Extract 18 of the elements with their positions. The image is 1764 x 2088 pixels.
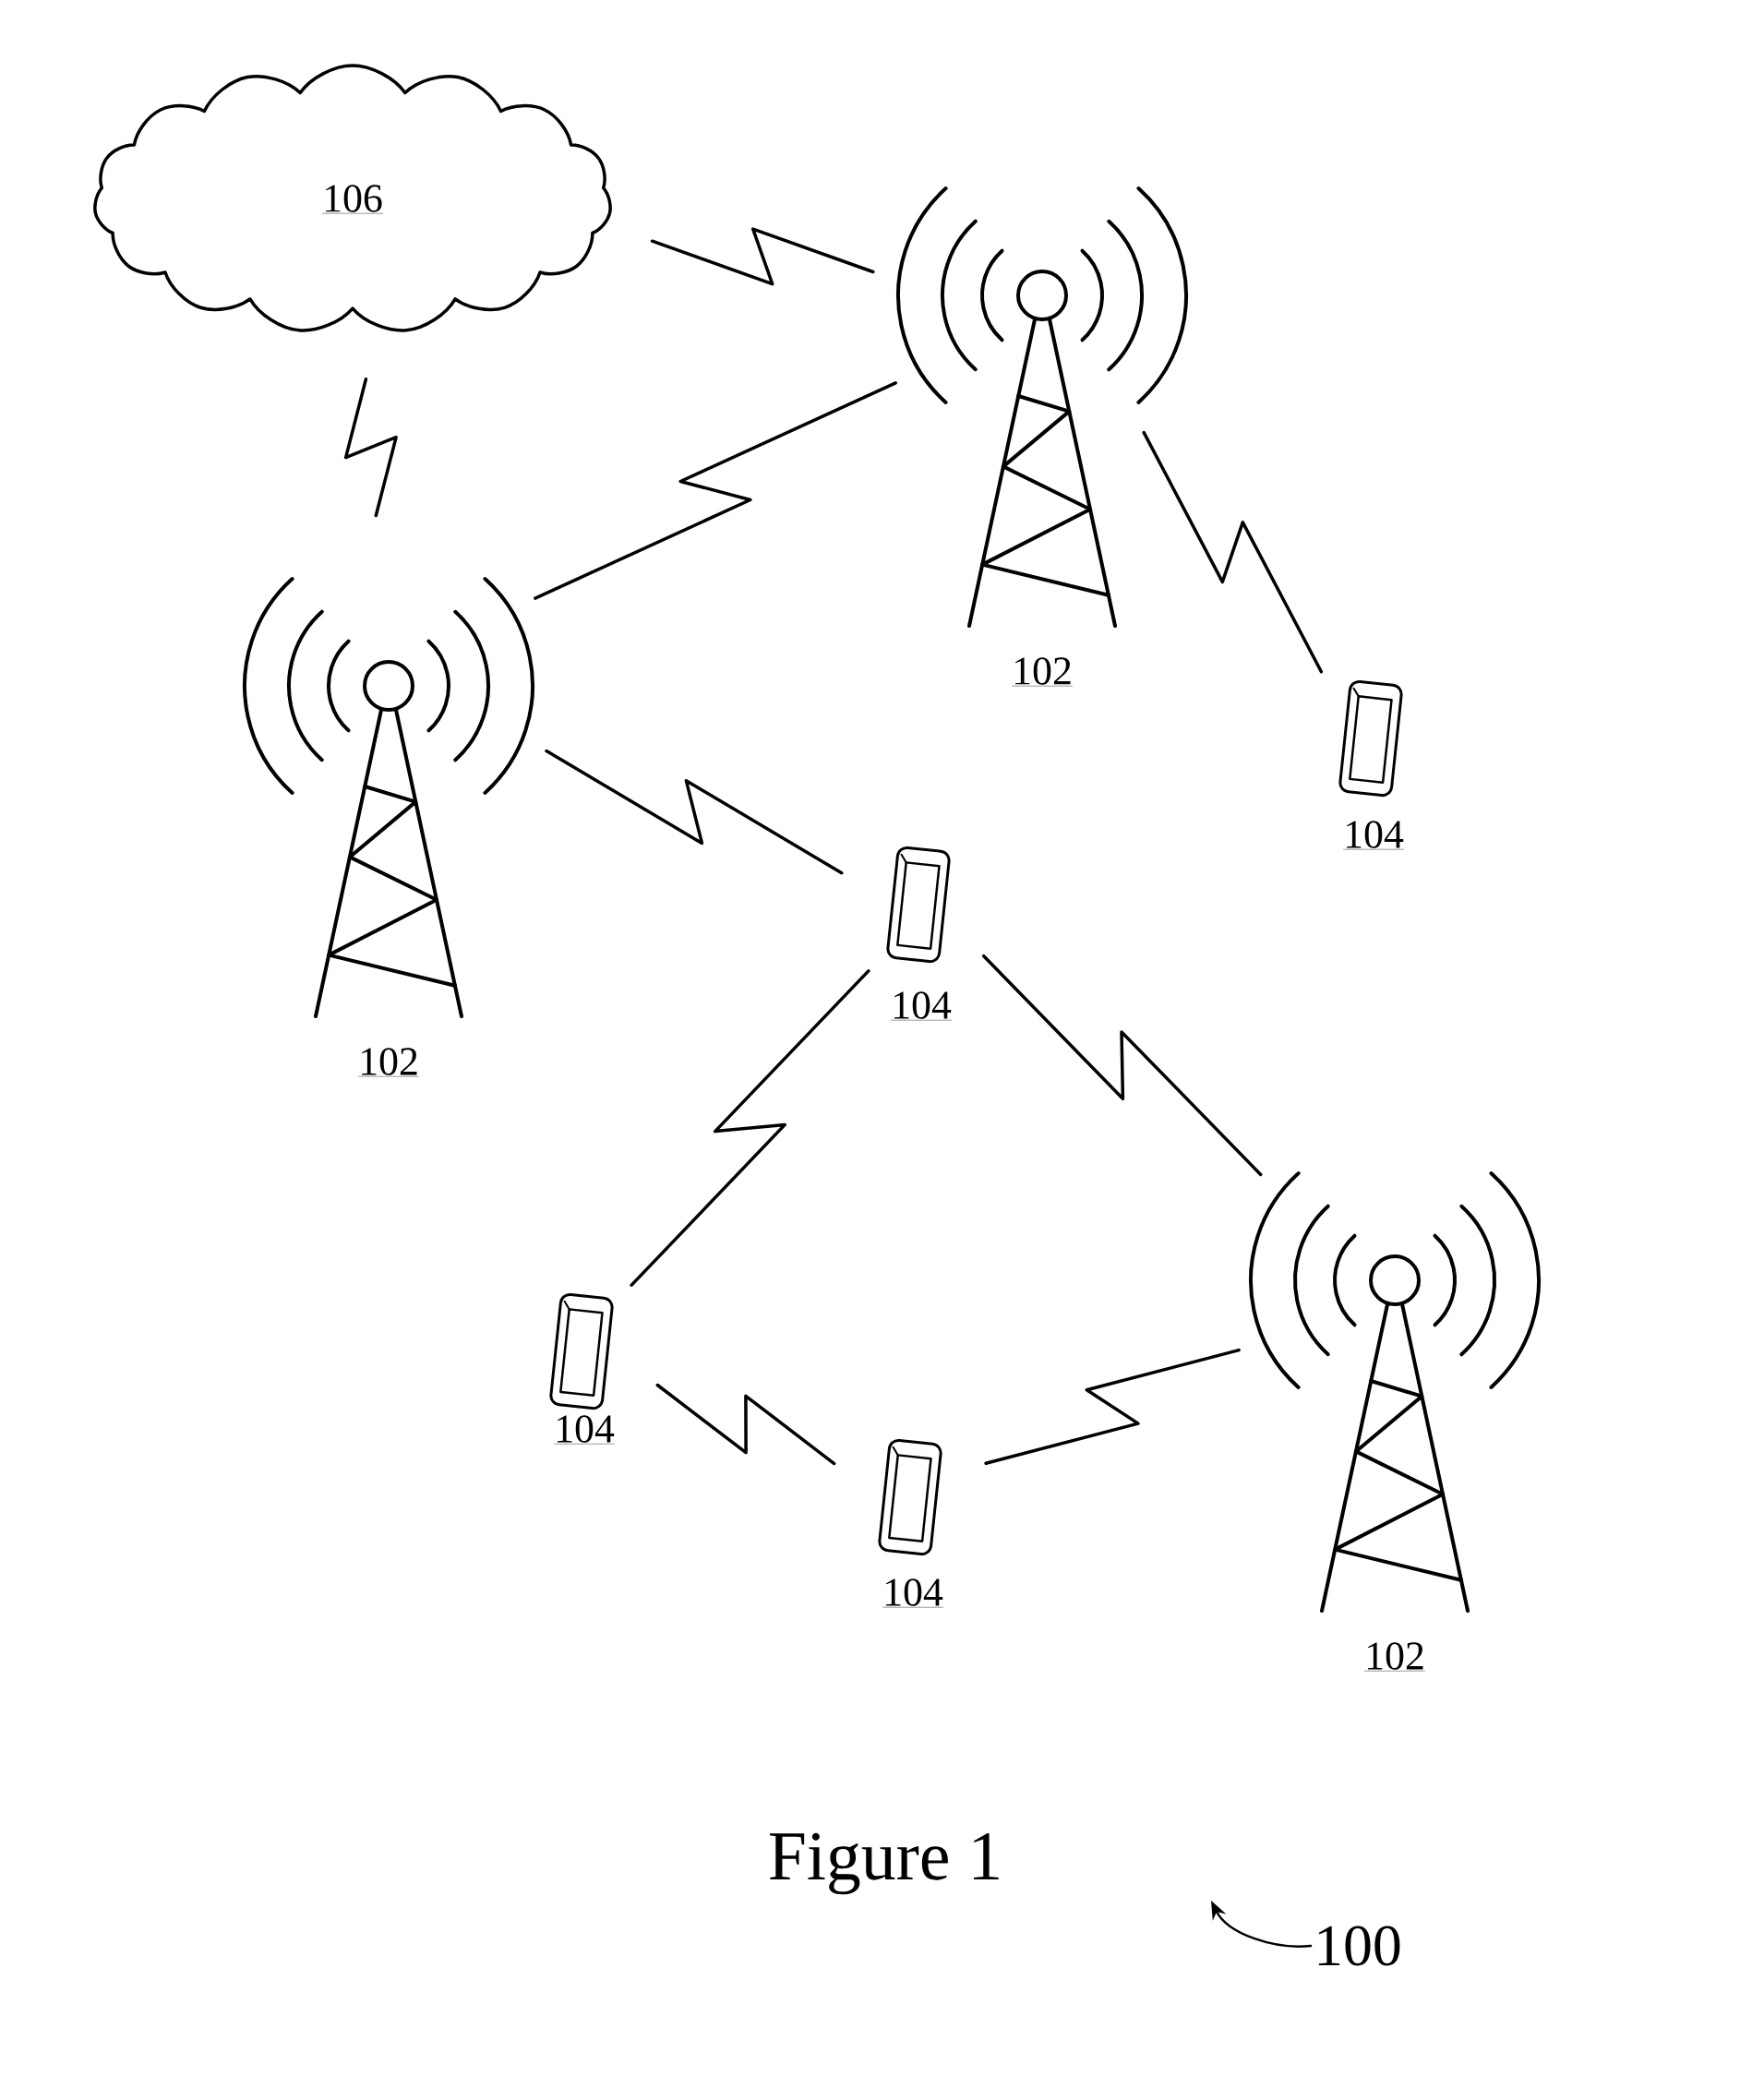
lightning-link [655,1383,836,1466]
lightning-link [650,227,875,286]
reference-numeral: 104 [890,991,953,1021]
reference-numeral: 102 [357,1048,420,1077]
reference-numeral: 100 [1318,1926,1400,1966]
lightning-link [545,749,844,875]
reference-numeral: 102 [1363,1642,1426,1672]
lightning-link [630,969,870,1287]
lightning-link [984,1348,1241,1465]
lightning-link [981,954,1263,1177]
lightning-link [343,378,398,518]
lightning-link [1142,430,1324,674]
reference-numeral: 104 [882,1578,944,1608]
lightning-link [534,381,897,600]
figure-caption: Figure 1 [769,1832,999,1895]
reference-numeral: 102 [1011,657,1074,687]
reference-numeral: 104 [1342,821,1405,850]
reference-numeral: 104 [553,1415,616,1445]
